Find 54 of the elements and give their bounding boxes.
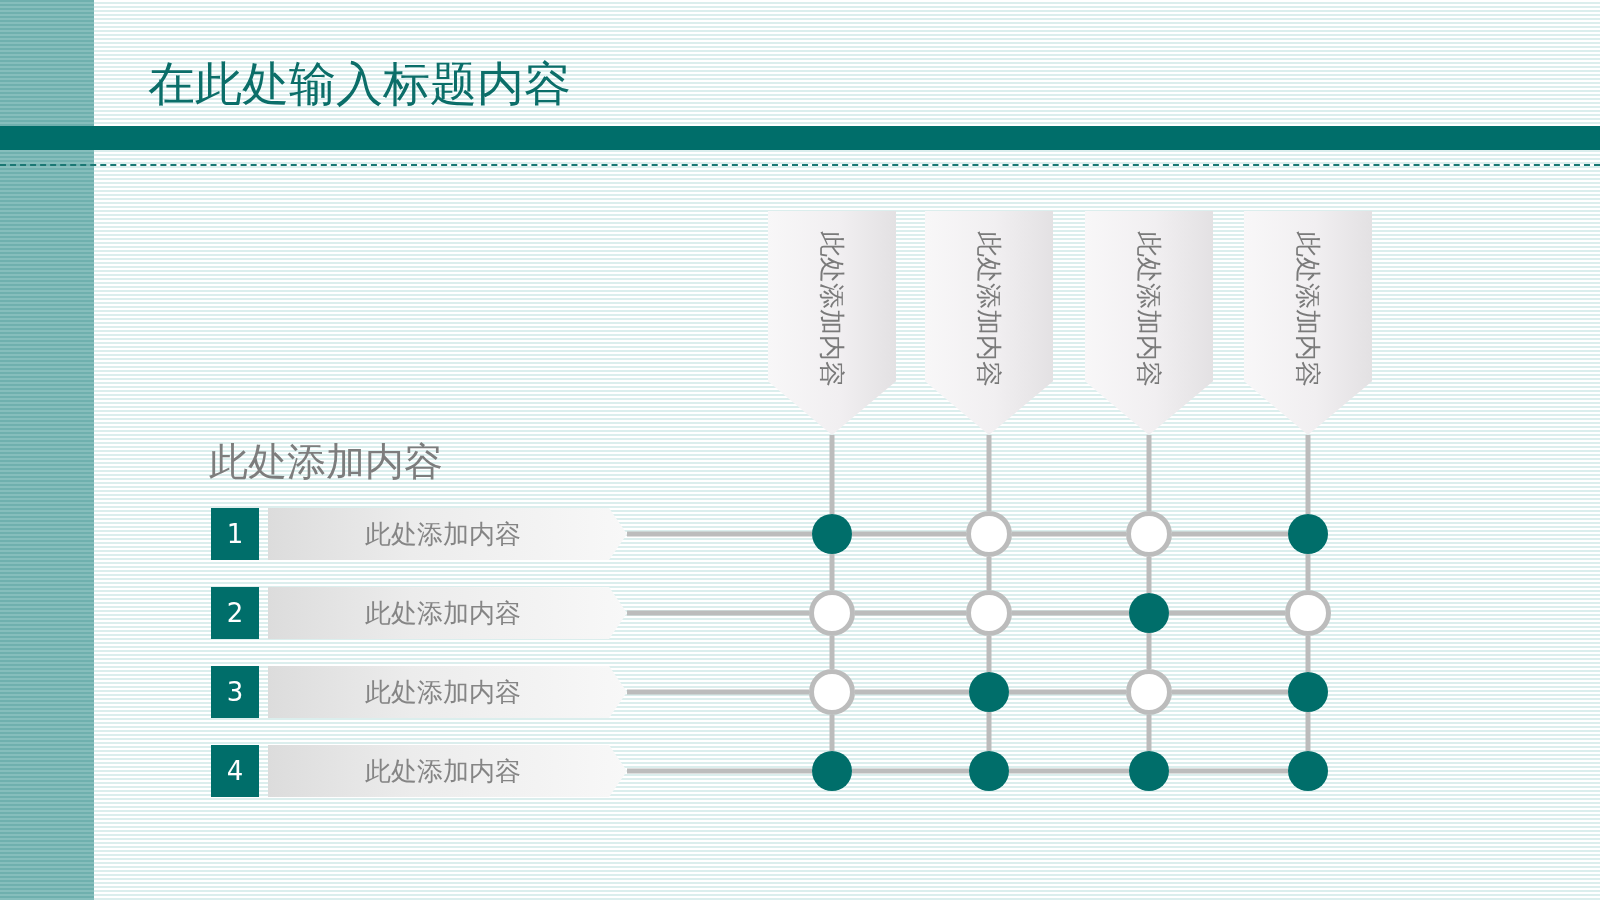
connector-line — [1009, 768, 1129, 774]
row-label: 此处添加内容 — [364, 677, 521, 707]
section-heading: 此处添加内容 — [209, 438, 443, 486]
number-tile — [211, 666, 259, 718]
banner-text: 此处添加内容 — [817, 231, 847, 387]
number-tile — [211, 508, 259, 560]
banner-text: 此处添加内容 — [1293, 231, 1323, 387]
arrow-tab — [268, 508, 627, 560]
connector-line — [1012, 610, 1129, 616]
arrow-tab — [268, 745, 627, 797]
arrow-tab — [268, 666, 627, 718]
connector-line — [1305, 435, 1311, 514]
connector-line — [627, 531, 812, 537]
connector-line — [855, 610, 966, 616]
row-number: 4 — [226, 756, 244, 786]
connector-line — [852, 531, 966, 537]
connector-line — [1172, 531, 1288, 537]
connector-line — [986, 557, 992, 590]
number-tile — [211, 587, 259, 639]
row-label: 此处添加内容 — [364, 598, 521, 628]
connector-line — [1146, 435, 1152, 511]
connector-line — [852, 768, 969, 774]
connector-line — [986, 435, 992, 511]
row-number: 1 — [226, 519, 244, 549]
row-label: 此处添加内容 — [364, 519, 521, 549]
connector-line — [986, 712, 992, 751]
connector-line — [829, 435, 835, 514]
connector-line — [1009, 689, 1126, 695]
connector-line — [829, 554, 835, 590]
connector-line — [1169, 768, 1288, 774]
connector-line — [1305, 554, 1311, 590]
connector-line — [829, 636, 835, 669]
connector-line — [1172, 689, 1288, 695]
connector-line — [1169, 610, 1285, 616]
banner-text: 此处添加内容 — [1134, 231, 1164, 387]
slide-title: 在此处输入标题内容 — [148, 55, 571, 113]
connector-line — [1012, 531, 1126, 537]
connector-line — [627, 689, 809, 695]
connector-line — [627, 610, 809, 616]
row-number: 2 — [226, 598, 244, 628]
connector-line — [855, 689, 969, 695]
number-tile — [211, 745, 259, 797]
row-label: 此处添加内容 — [364, 756, 521, 786]
banner-text: 此处添加内容 — [974, 231, 1004, 387]
connector-line — [1146, 715, 1152, 751]
row-number: 3 — [226, 677, 244, 707]
arrow-tab — [268, 587, 627, 639]
connector-line — [986, 636, 992, 672]
connector-line — [1146, 557, 1152, 593]
connector-line — [1146, 633, 1152, 669]
connector-line — [1305, 712, 1311, 751]
connector-line — [627, 768, 812, 774]
connector-line — [1305, 636, 1311, 672]
connector-line — [829, 715, 835, 751]
